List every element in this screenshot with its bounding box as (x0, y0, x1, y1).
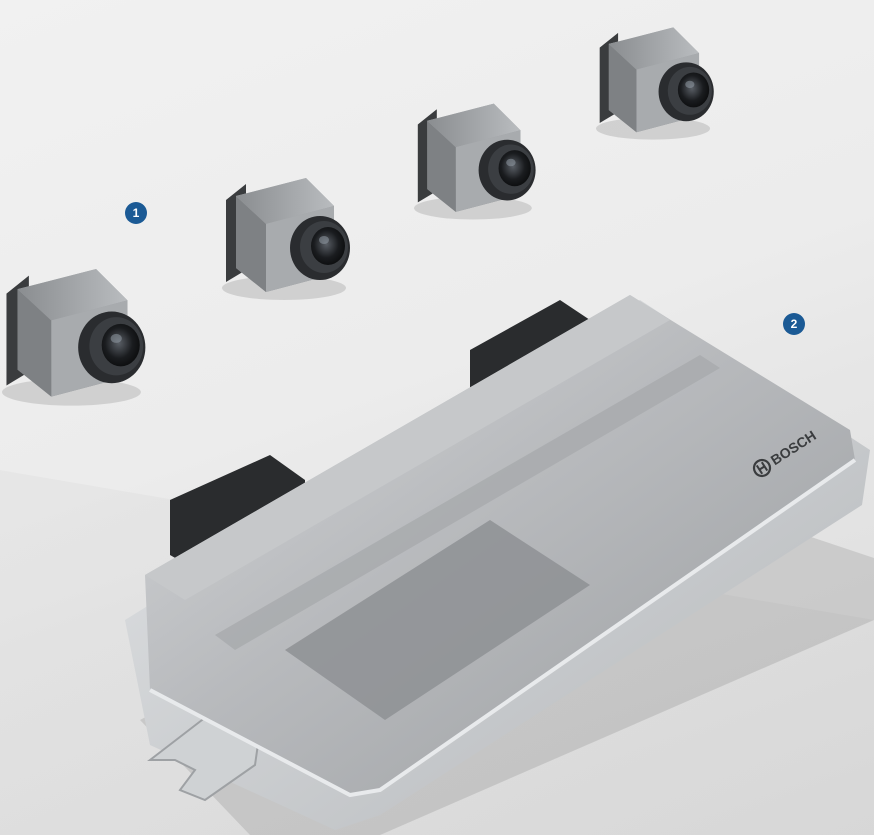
camera-3 (414, 103, 536, 220)
camera-2 (222, 178, 350, 300)
control-unit: BOSCH (125, 295, 874, 835)
callout-marker-1: 1 (125, 202, 147, 224)
callout-marker-2: 2 (783, 313, 805, 335)
label-panel (285, 520, 590, 720)
camera-4 (596, 27, 714, 140)
camera-1 (2, 268, 146, 406)
